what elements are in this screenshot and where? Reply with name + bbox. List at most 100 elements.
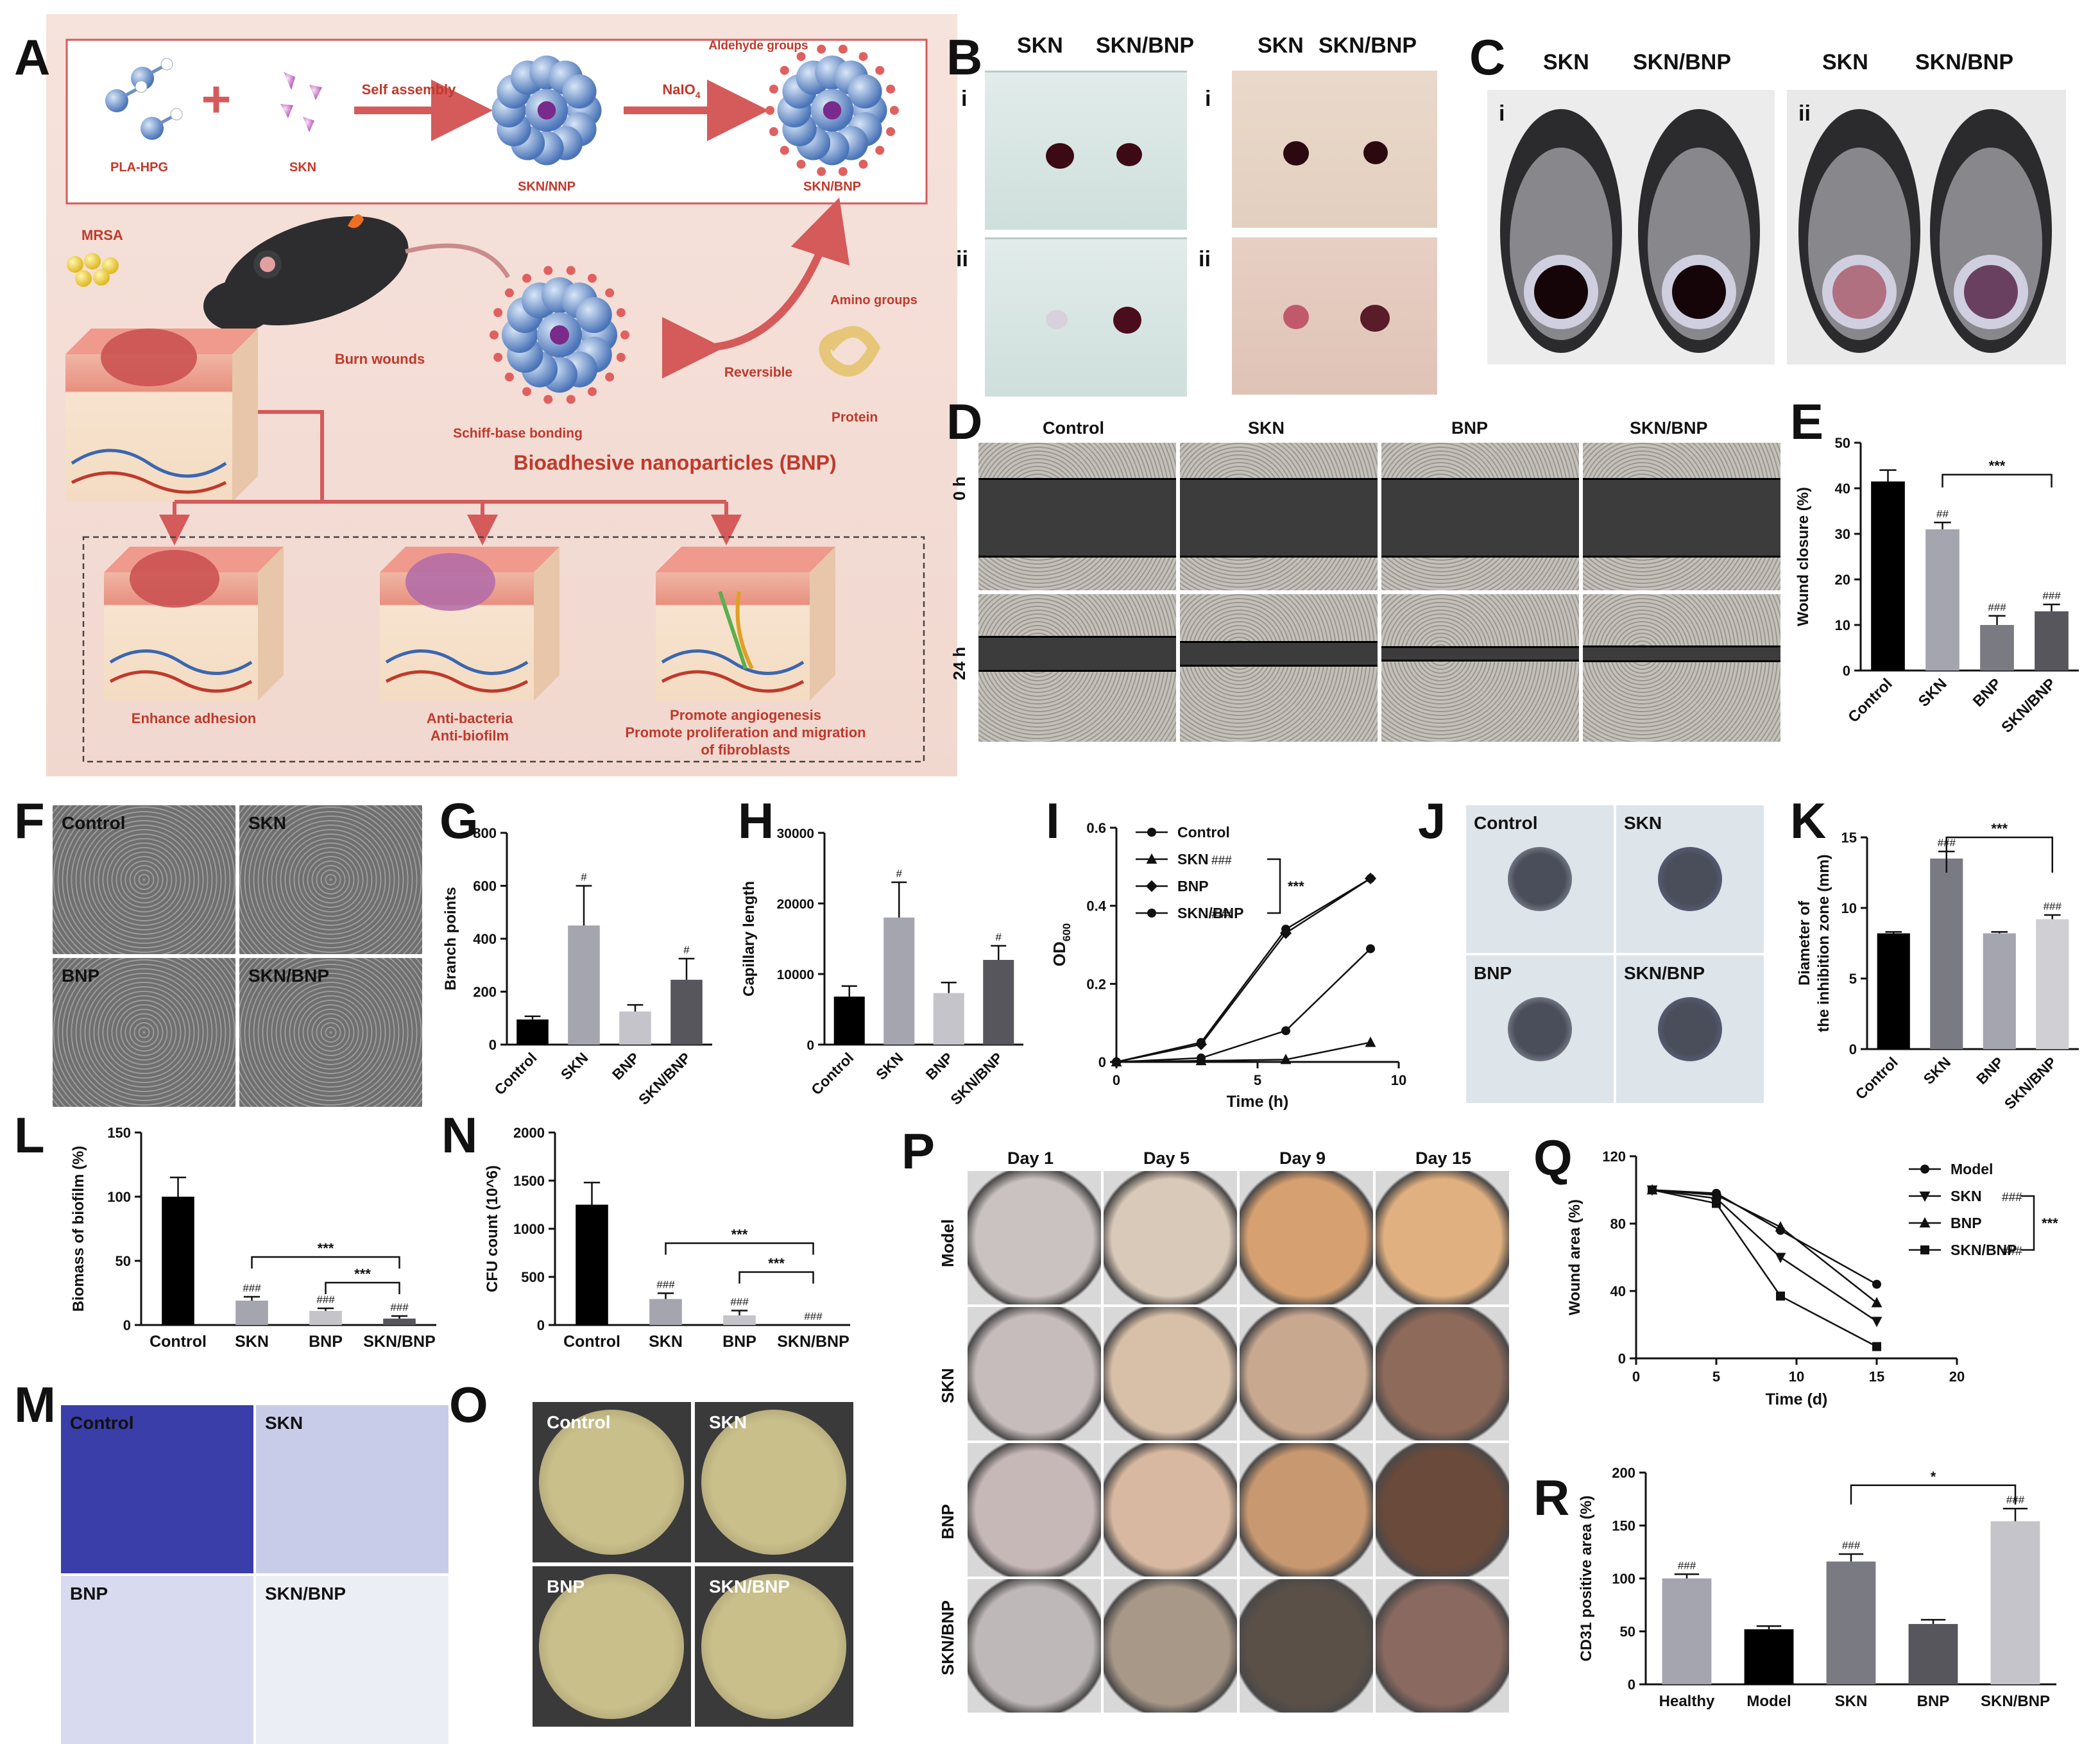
category-label: Control bbox=[808, 1049, 857, 1098]
y-tick-label: 30 bbox=[1835, 526, 1850, 542]
category-label: SKN/BNP bbox=[635, 1049, 694, 1108]
data-point bbox=[1920, 1165, 1929, 1174]
pgrid-cell bbox=[968, 1307, 1101, 1441]
b-header-sknbnp-1: SKN/BNP bbox=[1096, 33, 1195, 58]
panel-label-p: P bbox=[901, 1123, 935, 1179]
data-point bbox=[1281, 1026, 1290, 1036]
legend-label: SKN bbox=[1177, 851, 1209, 868]
bar bbox=[1826, 1561, 1876, 1684]
j-tag: BNP bbox=[1474, 963, 1512, 983]
b-glass-i bbox=[985, 71, 1187, 230]
o-tag: BNP bbox=[547, 1577, 585, 1596]
category-label: Healthy bbox=[1659, 1693, 1715, 1710]
category-label: SKN/BNP bbox=[363, 1333, 436, 1351]
label-schiff: Schiff-base bonding bbox=[453, 426, 583, 441]
c-row-ii: ii bbox=[1798, 101, 1811, 126]
y-tick-label: 10 bbox=[1835, 617, 1850, 633]
dgrid-cell bbox=[1583, 594, 1780, 742]
mgrid-cell: SKN bbox=[256, 1405, 448, 1573]
y-tick-label: 800 bbox=[473, 825, 497, 841]
sig-bracket bbox=[1942, 474, 2053, 488]
panel-label-m: M bbox=[14, 1376, 56, 1433]
pgrid-cell bbox=[1104, 1307, 1237, 1441]
y-tick-label: 0 bbox=[1849, 1041, 1857, 1057]
y-tick-label: 120 bbox=[1602, 1149, 1626, 1165]
y-tick-label: 20000 bbox=[777, 897, 814, 912]
y-tick-label: 150 bbox=[107, 1125, 131, 1141]
pgrid-cell bbox=[1104, 1579, 1237, 1713]
label-mrsa: MRSA bbox=[81, 227, 123, 243]
sig-mark: ### bbox=[2042, 590, 2061, 602]
pgrid-cell bbox=[1376, 1443, 1509, 1577]
sig-mark: ### bbox=[656, 1279, 675, 1291]
bar bbox=[1662, 1578, 1712, 1684]
y-tick-label: 150 bbox=[1612, 1518, 1635, 1534]
data-point bbox=[1147, 828, 1156, 837]
fgrid-cell: Control bbox=[53, 805, 235, 954]
series-line bbox=[1652, 1189, 1877, 1304]
pla-hpg-icon bbox=[105, 58, 183, 140]
y-tick-label: 200 bbox=[473, 984, 497, 1000]
data-point bbox=[1775, 1221, 1786, 1232]
bar bbox=[1980, 625, 2014, 671]
series-line bbox=[1652, 1189, 1877, 1347]
y-tick-label: 0 bbox=[537, 1317, 545, 1333]
series-line bbox=[1116, 878, 1371, 1063]
y-tick-label: 2000 bbox=[513, 1125, 545, 1141]
bar bbox=[1930, 859, 1963, 1049]
mgrid-cell: Control bbox=[61, 1405, 253, 1573]
sig-mark: ### bbox=[390, 1301, 409, 1313]
pgrid-cell bbox=[1376, 1307, 1509, 1441]
plus-icon: + bbox=[201, 71, 232, 128]
p-row-label: SKN/BNP bbox=[938, 1600, 957, 1675]
f-tag: SKN bbox=[248, 813, 287, 833]
label-bioadhesive: Bioadhesive nanoparticles (BNP) bbox=[513, 451, 836, 474]
category-label: BNP bbox=[1917, 1693, 1950, 1710]
y-tick-label: 200 bbox=[1612, 1465, 1635, 1481]
f-tag: BNP bbox=[62, 966, 100, 986]
y-tick-label: 0.4 bbox=[1086, 898, 1106, 914]
bar bbox=[309, 1311, 342, 1325]
dgrid-cell bbox=[978, 594, 1176, 742]
category-label: Control bbox=[1852, 1054, 1901, 1102]
sig-label: *** bbox=[354, 1266, 371, 1282]
panel-label-i: I bbox=[1046, 792, 1060, 849]
y-axis-label: the inhibition zone (mm) bbox=[1815, 854, 1832, 1032]
bar bbox=[884, 918, 915, 1045]
category-label: SKN/BNP bbox=[777, 1333, 849, 1351]
bar bbox=[1871, 481, 1905, 671]
sig-label: *** bbox=[731, 1227, 748, 1243]
sig-mark: ### bbox=[2044, 900, 2062, 912]
y-tick-label: 30000 bbox=[777, 826, 814, 841]
data-point bbox=[1145, 880, 1158, 893]
b-row-i-2: i bbox=[1205, 87, 1211, 111]
sig-mark: ### bbox=[1842, 1539, 1861, 1552]
panel-label-e: E bbox=[1790, 393, 1824, 450]
y-tick-label: 10000 bbox=[777, 968, 814, 982]
p-col-label: Day 9 bbox=[1279, 1149, 1326, 1168]
x-axis-label: Time (d) bbox=[1766, 1390, 1828, 1408]
j-tag: Control bbox=[1474, 813, 1538, 833]
category-label: SKN bbox=[1920, 1054, 1954, 1088]
label-anti-biofilm: Anti-biofilm bbox=[431, 728, 509, 744]
y-axis-label: Branch points bbox=[442, 887, 459, 990]
x-tick-label: 0 bbox=[1632, 1369, 1640, 1385]
data-point bbox=[1871, 1317, 1882, 1328]
y-tick-label: 600 bbox=[473, 878, 497, 894]
sig-mark: # bbox=[683, 944, 690, 956]
bar bbox=[1925, 529, 1959, 671]
legend-bracket bbox=[1267, 858, 1281, 914]
bar bbox=[516, 1019, 549, 1045]
y-tick-label: 50 bbox=[115, 1253, 131, 1269]
y-tick-label: 0 bbox=[1098, 1054, 1106, 1070]
f-tag: SKN/BNP bbox=[248, 966, 330, 986]
category-label: SKN/BNP bbox=[1981, 1693, 2050, 1710]
category-label: BNP bbox=[1973, 1054, 2007, 1088]
label-skn-a: SKN bbox=[289, 160, 316, 175]
bar bbox=[383, 1319, 416, 1325]
category-label: Model bbox=[1746, 1693, 1791, 1710]
y-tick-label: 0.6 bbox=[1086, 820, 1106, 836]
